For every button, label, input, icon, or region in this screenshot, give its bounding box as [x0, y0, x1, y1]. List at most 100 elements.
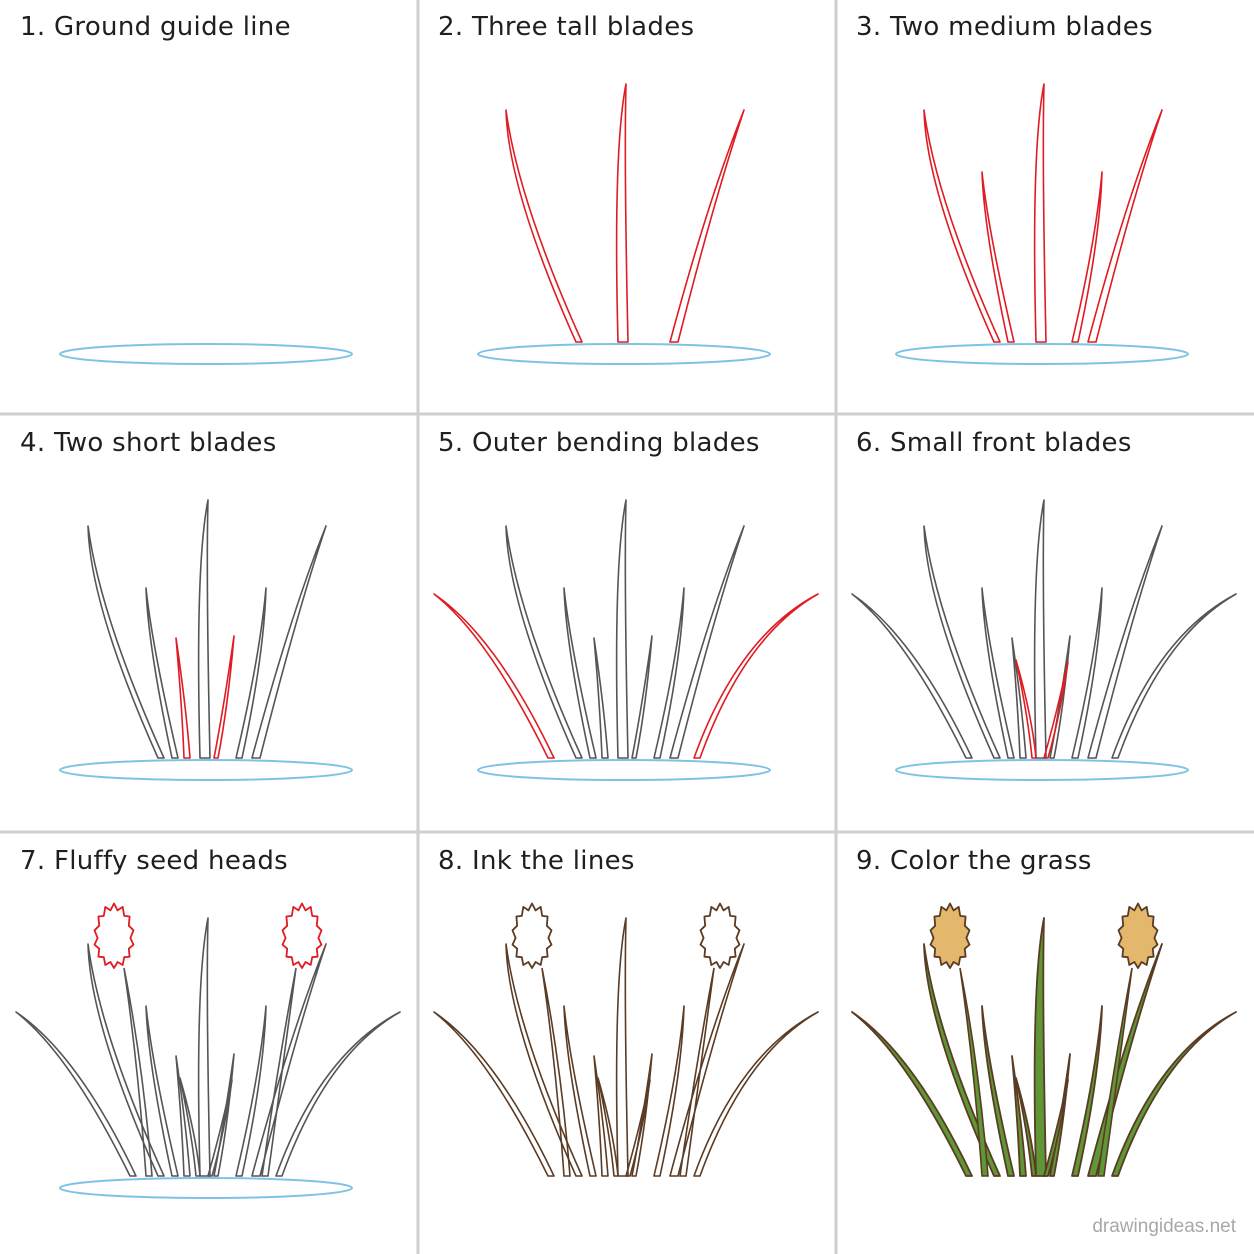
grass-blade — [631, 635, 653, 759]
grass-blade — [235, 1005, 267, 1177]
step-5-illustration — [433, 499, 819, 781]
step-6-title: 6. Small front blades — [856, 428, 1132, 458]
step-7-title: 7. Fluffy seed heads — [20, 846, 288, 876]
grass-blade — [851, 593, 973, 759]
seed-stem-right — [1097, 967, 1133, 1177]
tall-blade — [1033, 83, 1047, 343]
step-9-illustration — [851, 902, 1237, 1177]
grass-blade — [923, 525, 1001, 759]
seed-head-left — [93, 902, 135, 969]
grass-blade — [923, 943, 1001, 1177]
grass-blade — [87, 943, 165, 1177]
grass-blade — [563, 1005, 597, 1177]
grass-blade — [1015, 1077, 1037, 1177]
step-7-illustration — [15, 902, 401, 1199]
step-1-illustration — [59, 343, 353, 365]
seed-stem-left — [959, 967, 989, 1177]
grass-blade — [693, 1011, 819, 1177]
watermark: drawingideas.net — [1092, 1216, 1236, 1237]
grass-blade — [981, 587, 1015, 759]
grass-blade — [653, 1005, 685, 1177]
grass-blade — [505, 943, 583, 1177]
grass-blade — [1087, 525, 1163, 759]
seed-stem-right — [679, 967, 715, 1177]
seed-head-left — [929, 902, 971, 969]
new-medium-blade — [1071, 171, 1103, 343]
step-9-title: 9. Color the grass — [856, 846, 1092, 876]
step-3-illustration — [895, 83, 1189, 365]
grass-blade — [851, 1011, 973, 1177]
grass-blade — [251, 943, 327, 1177]
seed-head-left — [511, 902, 553, 969]
grass-blade — [1033, 499, 1047, 759]
grass-blade — [1111, 1011, 1237, 1177]
grass-blade — [593, 1055, 609, 1177]
grass-blade — [179, 1077, 201, 1177]
step-6-illustration — [851, 499, 1237, 781]
new-tall-blade — [505, 109, 583, 343]
ground-guide-ellipse — [895, 343, 1189, 365]
tall-blade — [1087, 109, 1163, 343]
new-outer-blade — [693, 593, 819, 759]
step-8-illustration — [433, 902, 819, 1177]
grass-blade — [197, 499, 211, 759]
grass-blade — [593, 637, 609, 759]
ground-guide-ellipse — [477, 759, 771, 781]
ground-guide-ellipse — [59, 1177, 353, 1199]
step-8-title: 8. Ink the lines — [438, 846, 635, 876]
new-medium-blade — [981, 171, 1015, 343]
step-2-title: 2. Three tall blades — [438, 12, 695, 42]
grass-blade — [653, 587, 685, 759]
new-tall-blade — [615, 83, 629, 343]
grass-blade — [175, 1055, 191, 1177]
grass-blade — [1011, 637, 1027, 759]
step-5-title: 5. Outer bending blades — [438, 428, 760, 458]
step-1-title: 1. Ground guide line — [20, 12, 291, 42]
grass-blade — [433, 1011, 555, 1177]
ground-guide-ellipse — [477, 343, 771, 365]
grass-blade — [1011, 1055, 1027, 1177]
step-4-illustration — [59, 499, 353, 781]
new-front-blade — [1015, 659, 1037, 759]
grass-blade — [251, 525, 327, 759]
step-3-title: 3. Two medium blades — [856, 12, 1153, 42]
grass-blade — [563, 587, 597, 759]
ground-guide-ellipse — [59, 343, 353, 365]
grass-blade — [1111, 593, 1237, 759]
grass-blade — [15, 1011, 137, 1177]
seed-head-right — [281, 902, 323, 969]
grass-blade — [669, 943, 745, 1177]
seed-head-right — [699, 902, 741, 969]
grass-blade — [197, 917, 211, 1177]
step-4-title: 4. Two short blades — [20, 428, 277, 458]
step-2-illustration — [477, 83, 771, 365]
grass-blade — [669, 525, 745, 759]
tall-blade — [923, 109, 1001, 343]
grass-blade — [145, 587, 179, 759]
seed-stem-right — [261, 967, 297, 1177]
grass-blade — [1071, 587, 1103, 759]
grass-blade — [615, 499, 629, 759]
new-outer-blade — [433, 593, 555, 759]
grass-blade — [505, 525, 583, 759]
seed-head-right — [1117, 902, 1159, 969]
grass-blade — [145, 1005, 179, 1177]
grass-blade — [87, 525, 165, 759]
new-short-blade — [213, 635, 235, 759]
grass-blade — [235, 587, 267, 759]
ground-guide-ellipse — [59, 759, 353, 781]
grass-blade — [981, 1005, 1015, 1177]
grass-blade — [625, 1079, 651, 1177]
grass-blade — [1071, 1005, 1103, 1177]
grass-blade — [597, 1077, 619, 1177]
new-tall-blade — [669, 109, 745, 343]
grass-blade — [615, 917, 629, 1177]
new-short-blade — [175, 637, 191, 759]
grass-blade — [1033, 917, 1047, 1177]
ground-guide-ellipse — [895, 759, 1189, 781]
seed-stem-left — [123, 967, 153, 1177]
grass-blade — [207, 1079, 233, 1177]
seed-stem-left — [541, 967, 571, 1177]
